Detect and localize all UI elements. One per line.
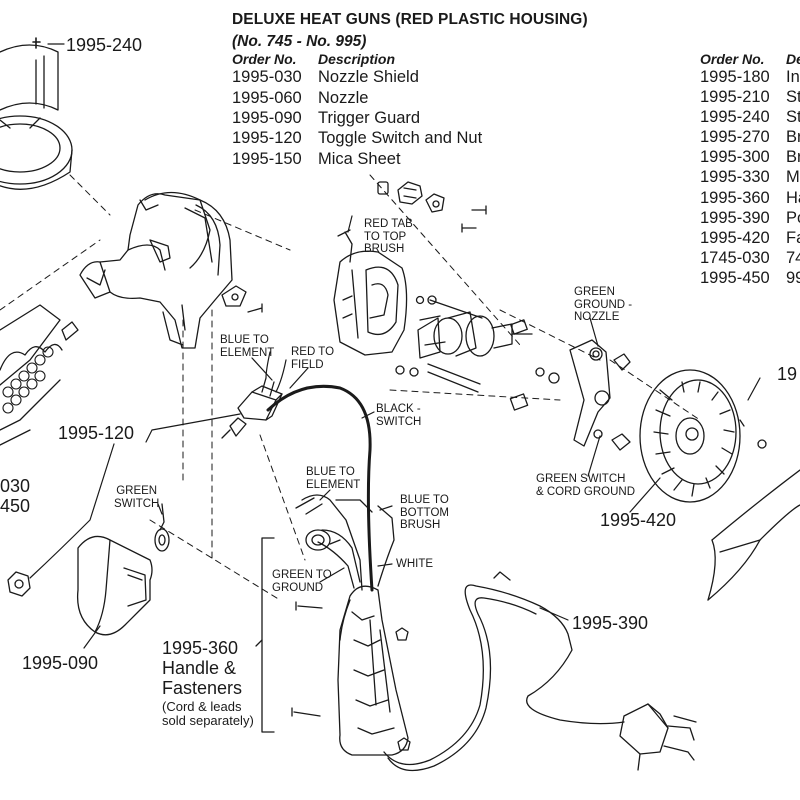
table-right-order: 1995-240 (700, 108, 770, 126)
page-subtitle: (No. 745 - No. 995) (232, 33, 367, 50)
table-left-header-order: Order No. (232, 51, 297, 67)
page-title: DELUXE HEAT GUNS (RED PLASTIC HOUSING) (232, 11, 588, 28)
callout-19: 19 (777, 364, 798, 384)
table-left-order: 1995-090 (232, 109, 302, 127)
callout-1995-090: 1995-090 (22, 653, 99, 673)
green-switch-lead (154, 503, 170, 552)
table-left-order: 1995-030 (232, 68, 302, 86)
fan-bracket (569, 339, 631, 451)
heat-gun-housing (79, 191, 233, 349)
table-left-desc: Mica Sheet (318, 150, 401, 168)
fan (639, 369, 745, 503)
table-right-header-desc: De (786, 51, 800, 67)
table-right-desc: Fa (786, 229, 800, 247)
table-left-order: 1995-150 (232, 150, 302, 168)
brush-parts (377, 181, 487, 233)
table-right-desc: Br (786, 148, 800, 166)
table-right-desc: Ha (786, 189, 800, 207)
mica-clip (221, 285, 263, 313)
nozzle-shield-ring (0, 37, 73, 190)
motor-field-assembly (333, 229, 408, 356)
label-black-switch: BLACK -SWITCH (376, 403, 422, 428)
callout-handle-line1: Handle & (162, 658, 237, 678)
table-right-desc: Br (786, 128, 800, 146)
table-left-desc: Nozzle (318, 89, 369, 107)
nozzle-partial (707, 439, 800, 601)
table-right-order: 1995-420 (700, 229, 770, 247)
table-left-header-desc: Description (318, 51, 396, 67)
table-right-order: 1995-450 (700, 269, 770, 287)
power-cord (383, 571, 697, 772)
table-right-order: 1995-390 (700, 209, 770, 227)
table-right-header-order: Order No. (700, 51, 765, 67)
bearings-washers (395, 295, 560, 411)
trigger-guard (76, 535, 153, 636)
callout-1995-360: 1995-360 (162, 638, 239, 658)
table-right-desc: St (786, 108, 800, 126)
callout-1995-390: 1995-390 (572, 613, 649, 633)
table-right-order: 1995-360 (700, 189, 770, 207)
table-right-desc: 99 (786, 269, 800, 287)
label-green-switch-cord-ground: GREEN SWITCH& CORD GROUND (536, 473, 636, 498)
table-left-desc: Trigger Guard (318, 109, 421, 127)
table-left-desc: Nozzle Shield (318, 68, 419, 86)
table-right-desc: 74 (786, 249, 800, 267)
table-right-desc: St (786, 88, 800, 106)
table-right-order: 1995-270 (700, 128, 770, 146)
table-right-desc: M (786, 168, 800, 186)
handle-screws (291, 601, 411, 751)
table-right-desc: In (786, 68, 800, 86)
switch-nut (7, 571, 31, 597)
label-white: WHITE (396, 558, 434, 570)
toggle-switch (221, 377, 283, 439)
callout-handle-note1: (Cord & leads (162, 699, 242, 714)
handle (337, 585, 409, 756)
heating-element (0, 304, 79, 446)
table-left-order: 1995-120 (232, 129, 302, 147)
table-right-order: 1995-180 (700, 68, 770, 86)
table-left-desc: Toggle Switch and Nut (318, 129, 483, 147)
callout-handle-line2: Fasteners (162, 678, 243, 698)
strain-relief (305, 529, 331, 551)
armature (417, 311, 533, 359)
callout-1995-240: 1995-240 (66, 35, 143, 55)
callout-1995-120: 1995-120 (58, 423, 135, 443)
table-left-order: 1995-060 (232, 89, 302, 107)
table-right-order: 1995-210 (700, 88, 770, 106)
leader-lines (29, 43, 761, 649)
callout-1995-420: 1995-420 (600, 510, 677, 530)
callout-450: 450 (0, 496, 31, 516)
table-right-order: 1995-300 (700, 148, 770, 166)
table-right-desc: Po (786, 209, 800, 227)
callout-030: 030 (0, 476, 31, 496)
table-right-order: 1995-330 (700, 168, 770, 186)
callout-handle-note2: sold separately) (162, 713, 254, 728)
table-right-order: 1745-030 (700, 249, 770, 267)
black-switch-wire (266, 384, 374, 592)
handle-leads (295, 494, 395, 591)
